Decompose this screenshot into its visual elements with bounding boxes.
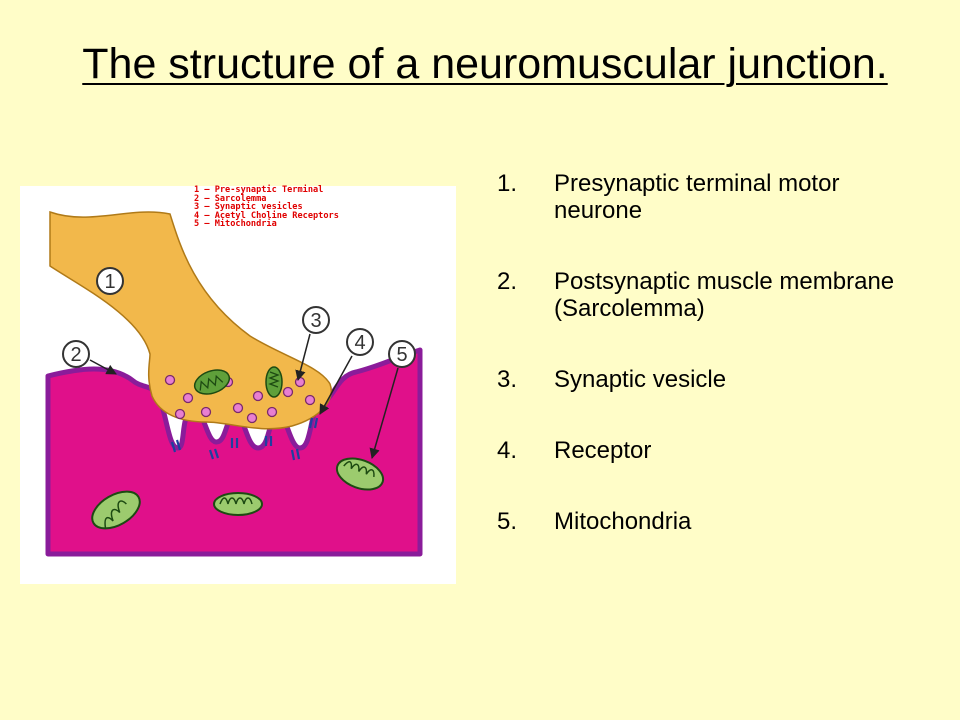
marker-5: 5: [369, 340, 416, 460]
list-item: 2. Postsynaptic muscle membrane (Sarcole…: [497, 268, 917, 322]
list-item: 3. Synaptic vesicle: [497, 366, 917, 393]
list-text: Mitochondria: [554, 508, 692, 535]
figure-svg: 1 2 3 4 5: [45, 210, 423, 557]
legend-item: 4 – Acetyl Choline Receptors: [194, 210, 339, 221]
svg-text:5: 5: [396, 344, 407, 366]
figure-legend: 1 – Pre-synaptic Terminal 2 – Sarcolemma…: [194, 186, 404, 229]
slide-title-text: The structure of a neuromuscular junctio…: [82, 40, 888, 88]
list-number: 2.: [497, 268, 518, 295]
numbered-list: 1. Presynaptic terminal motor neurone 2.…: [497, 168, 917, 535]
receptors: [170, 417, 319, 461]
marker-2: 2: [62, 340, 117, 375]
list-number: 4.: [497, 437, 518, 464]
list-text: Receptor: [554, 437, 652, 464]
list-item: 4. Receptor: [497, 437, 917, 464]
svg-text:1: 1: [104, 271, 115, 293]
svg-text:4: 4: [354, 332, 365, 354]
legend-item: 1 – Pre-synaptic Terminal: [194, 185, 324, 195]
svg-text:2: 2: [70, 344, 81, 366]
marker-4: 4: [319, 328, 374, 415]
legend-item: 2 – Sarcolemma: [194, 193, 267, 204]
legend-item: 3 – Synaptic vesicles: [194, 202, 303, 213]
list-item: 5. Mitochondria: [497, 508, 917, 535]
list-text: Presynaptic terminal motor neurone: [554, 170, 840, 224]
marker-1: 1: [96, 267, 124, 295]
list-number: 3.: [497, 366, 518, 393]
legend-item: 5 – Mitochondria: [194, 219, 277, 230]
marker-3: 3: [295, 306, 330, 382]
svg-text:3: 3: [310, 310, 321, 332]
neuromuscular-junction-figure: 1 2 3 4 5 1 – Pre-synaptic Terminal 2 – …: [20, 186, 456, 584]
muscle-mitochondria: [91, 457, 385, 530]
list-item: 1. Presynaptic terminal motor neurone: [497, 170, 917, 224]
slide-title: The structure of a neuromuscular junctio…: [60, 38, 910, 90]
terminal-mitochondria: [193, 366, 283, 398]
list-number: 5.: [497, 508, 518, 535]
list-number: 1.: [497, 170, 518, 197]
list-text: Postsynaptic muscle membrane (Sarcolemma…: [554, 268, 895, 322]
presynaptic-terminal: [49, 210, 332, 430]
list-text: Synaptic vesicle: [554, 366, 727, 393]
